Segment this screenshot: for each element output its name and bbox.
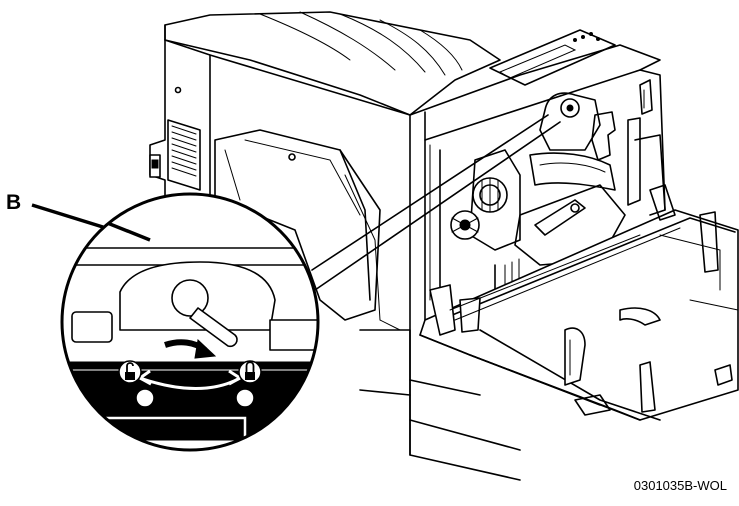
rotate-arrow-icon	[164, 338, 217, 359]
toner-gear	[472, 177, 508, 213]
vent	[167, 119, 201, 191]
front-door	[419, 184, 739, 421]
magnified-callout	[60, 192, 320, 452]
callout-label: B	[6, 191, 22, 214]
figure-id: 0301035B-WOL	[633, 478, 727, 493]
drum-gear	[450, 210, 480, 240]
printer-interior	[424, 69, 666, 311]
lock-lever	[171, 279, 238, 348]
zoom-line-upper	[311, 114, 549, 271]
lock-icon	[238, 360, 262, 384]
unlock-icon	[118, 360, 142, 384]
zoom-line-lower	[314, 121, 561, 291]
